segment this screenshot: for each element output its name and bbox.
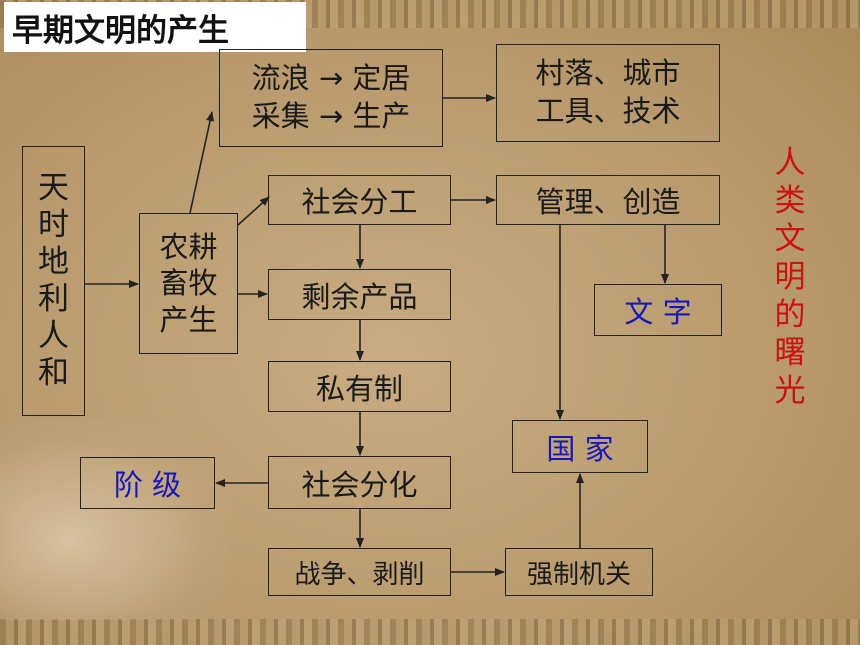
node-coercive-apparatus: 强制机关 — [505, 548, 653, 596]
node-conditions-label: 天时地利人和 — [38, 170, 69, 391]
node-agriculture-line3: 产生 — [159, 302, 218, 337]
node-surplus-products: 剩余产品 — [268, 269, 451, 320]
node-shift-line2: 采集 → 生产 — [251, 99, 411, 133]
node-shift-line1: 流浪 → 定居 — [251, 61, 411, 96]
node-writing: 文 字 — [594, 284, 722, 336]
node-results-line2: 工具、技术 — [535, 94, 681, 128]
arrow-agriculture-to-shift — [189, 111, 214, 214]
slide-title: 早期文明的产生 — [4, 2, 306, 52]
node-management-creation: 管理、创造 — [496, 175, 720, 225]
side-caption: 人类文明的曙光 — [774, 145, 806, 409]
node-lifestyle-shift: 流浪 → 定居 采集 → 生产 — [219, 49, 443, 147]
decorative-bottom-border — [0, 619, 860, 645]
node-war-exploitation: 战争、剥削 — [268, 548, 451, 596]
node-settlement-results: 村落、城市 工具、技术 — [496, 44, 720, 142]
node-class: 阶 级 — [80, 457, 215, 509]
background-texture — [0, 420, 230, 620]
arrow-agriculture-to-division — [237, 196, 270, 226]
node-private-ownership: 私有制 — [268, 361, 451, 412]
node-conditions: 天时地利人和 — [22, 146, 85, 416]
node-results-line1: 村落、城市 — [535, 56, 681, 91]
node-state: 国 家 — [512, 420, 648, 473]
node-agriculture-line1: 农耕 — [159, 230, 218, 265]
node-agriculture: 农耕 畜牧 产生 — [139, 213, 238, 354]
node-agriculture-line2: 畜牧 — [159, 266, 218, 301]
node-social-differentiation: 社会分化 — [268, 456, 451, 509]
